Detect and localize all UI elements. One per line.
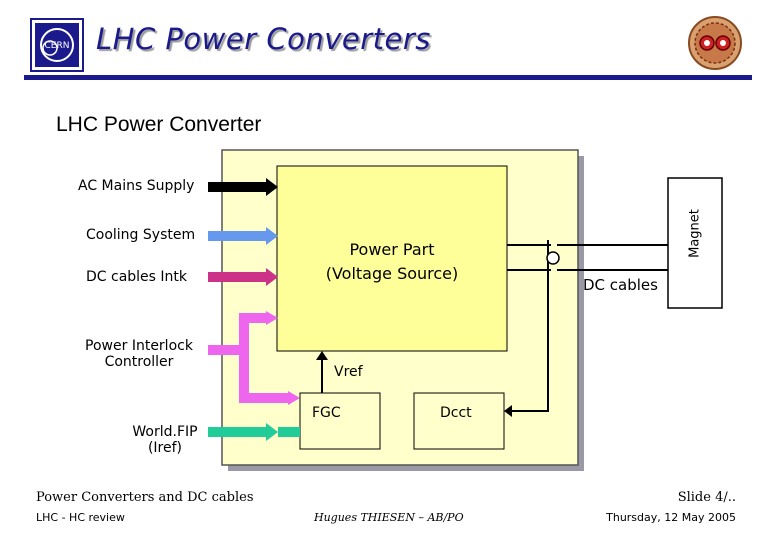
title-underline	[24, 75, 752, 80]
dc-intk-arrow	[208, 272, 268, 282]
ac-mains-arrow	[208, 182, 268, 192]
footer-left-line2: LHC - HC review	[36, 511, 125, 524]
power-interlock-line2: Controller	[104, 354, 174, 370]
interlock-arrow-lower	[239, 350, 290, 403]
magnet-label: Magnet	[687, 209, 703, 258]
slide-subtitle: LHC Power Converter	[56, 113, 262, 136]
interlock-arrow-upper	[208, 313, 268, 355]
footer-left-line1: Power Converters and DC cables	[36, 490, 254, 505]
power-part-line2: (Voltage Source)	[325, 264, 459, 283]
dcct-label: Dcct	[440, 405, 472, 421]
magnet-box	[667, 177, 723, 309]
vref-label: Vref	[334, 364, 363, 380]
ac-mains-label: AC Mains Supply	[78, 178, 195, 194]
power-interlock-line1: Power Interlock	[85, 338, 193, 354]
worldfip-arrow	[208, 427, 268, 437]
fgc-box	[299, 392, 381, 450]
cooling-label: Cooling System	[86, 227, 196, 243]
fgc-label: FGC	[312, 405, 341, 421]
dcct-feedback-line	[510, 240, 549, 412]
footer-date: Thursday, 12 May 2005	[606, 511, 736, 524]
cern-logo-text: CERN	[45, 41, 70, 51]
footer-author: Hugues THIESEN – AB/PO	[314, 511, 464, 524]
power-interlock-label: Power Interlock Controller	[70, 338, 208, 370]
slide-title: LHC Power Converters	[96, 22, 431, 56]
worldfip-label: World.FIP (Iref)	[110, 424, 220, 456]
dc-cables-label: DC cables	[583, 276, 658, 294]
cern-logo: CERN	[30, 18, 84, 72]
power-part-label: Power Part (Voltage Source)	[292, 238, 492, 286]
lhc-project-logo	[686, 14, 744, 72]
worldfip-line2: (Iref)	[147, 440, 183, 456]
dcct-sensor	[546, 251, 560, 265]
worldfip-line1: World.FIP	[132, 424, 198, 440]
footer-slide-number: Slide 4/..	[677, 490, 736, 505]
power-part-line1: Power Part	[349, 240, 435, 259]
power-part-box	[276, 165, 508, 352]
dc-intk-label: DC cables Intk	[86, 269, 188, 285]
cooling-arrow	[208, 231, 268, 241]
dcct-box	[413, 392, 505, 450]
